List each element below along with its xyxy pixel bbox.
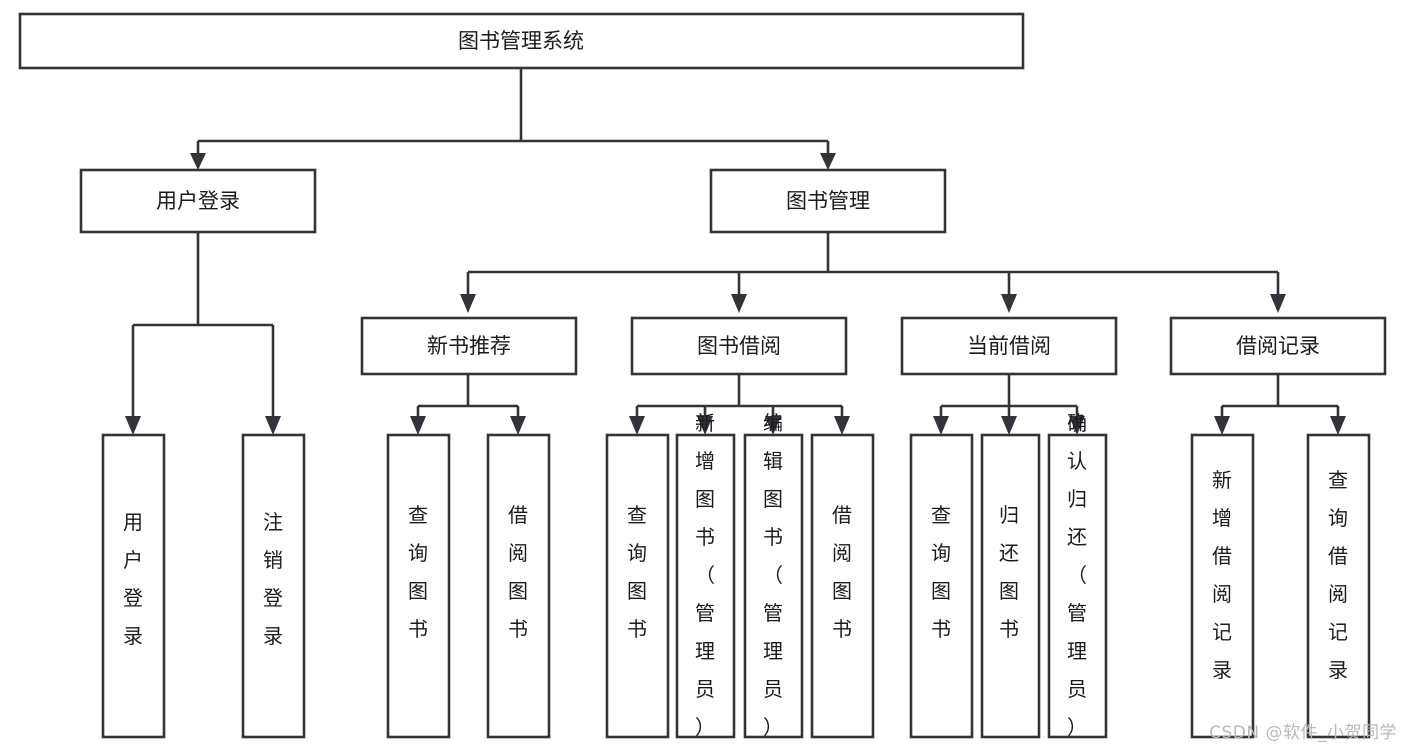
arrow-head-current-borrow: [1001, 294, 1017, 313]
arrow-head-leaf-add-record: [1214, 416, 1230, 435]
node-new-book-rec-box[interactable]: [360, 316, 578, 376]
node-leaf-confirm-return-label: 确认归还（管理员）: [1067, 411, 1087, 739]
node-leaf-confirm-return[interactable]: 确认归还（管理员）: [1047, 411, 1108, 739]
arrow-head-leaf-query-record: [1330, 416, 1346, 435]
node-book-manage-label: 图书管理: [786, 189, 870, 213]
node-user-login-label: 用户登录: [156, 189, 240, 213]
node-leaf-borrow-book-1[interactable]: 借阅图书: [486, 433, 551, 739]
arrow-head-leaf-edit-book: [765, 416, 781, 435]
node-leaf-logout[interactable]: 注销登录: [241, 433, 306, 739]
node-leaf-add-book-label: 新增图书（管理员）: [695, 411, 715, 739]
node-leaf-query-book-1-box[interactable]: [386, 433, 451, 739]
node-leaf-edit-book[interactable]: 编辑图书（管理员）: [743, 411, 804, 739]
node-leaf-add-book-box[interactable]: [675, 433, 736, 739]
arrow-head-borrow-record: [1270, 294, 1286, 313]
node-leaf-edit-book-box[interactable]: [743, 433, 804, 739]
node-root[interactable]: 图书管理系统: [18, 12, 1025, 70]
node-leaf-query-book-3[interactable]: 查询图书: [909, 433, 974, 739]
node-borrow-record[interactable]: 借阅记录: [1169, 316, 1387, 376]
arrow-head-leaf-borrow-book-1: [510, 416, 526, 435]
node-leaf-logout-label: 注销登录: [263, 510, 283, 648]
node-leaf-borrow-book-2-box[interactable]: [810, 433, 875, 739]
node-leaf-query-record-label: 查询借阅记录: [1328, 468, 1348, 682]
node-leaf-query-book-2-label: 查询图书: [627, 503, 647, 641]
node-book-manage-box[interactable]: [709, 168, 947, 234]
node-leaf-query-book-3-box[interactable]: [909, 433, 974, 739]
node-leaf-query-book-3-label: 查询图书: [931, 503, 951, 641]
node-root-box[interactable]: [18, 12, 1025, 70]
node-leaf-user-login-box[interactable]: [101, 433, 166, 739]
node-leaf-query-book-1[interactable]: 查询图书: [386, 433, 451, 739]
node-leaf-return-book-label: 归还图书: [999, 503, 1019, 641]
node-current-borrow[interactable]: 当前借阅: [900, 316, 1118, 376]
node-leaf-add-record-box[interactable]: [1190, 433, 1255, 739]
arrow-head-leaf-query-book-3: [933, 416, 949, 435]
node-book-borrow[interactable]: 图书借阅: [630, 316, 848, 376]
node-leaf-query-book-2-box[interactable]: [605, 433, 670, 739]
node-user-login-box[interactable]: [79, 168, 317, 234]
node-leaf-add-record[interactable]: 新增借阅记录: [1190, 433, 1255, 739]
node-leaf-add-book[interactable]: 新增图书（管理员）: [675, 411, 736, 739]
node-leaf-query-book-1-label: 查询图书: [408, 503, 428, 641]
node-leaf-logout-box[interactable]: [241, 433, 306, 739]
node-new-book-rec-label: 新书推荐: [427, 334, 511, 358]
node-leaf-borrow-book-1-box[interactable]: [486, 433, 551, 739]
node-leaf-confirm-return-box[interactable]: [1047, 433, 1108, 739]
node-current-borrow-box[interactable]: [900, 316, 1118, 376]
node-leaf-add-record-label: 新增借阅记录: [1212, 468, 1232, 682]
node-leaf-edit-book-label: 编辑图书（管理员）: [763, 411, 783, 739]
node-leaf-query-record[interactable]: 查询借阅记录: [1306, 433, 1371, 739]
node-leaf-borrow-book-2-label: 借阅图书: [832, 503, 852, 641]
node-leaf-query-record-box[interactable]: [1306, 433, 1371, 739]
csdn-watermark: CSDN @软件_小贺同学: [1209, 723, 1397, 743]
node-book-manage[interactable]: 图书管理: [709, 168, 947, 234]
arrow-head-leaf-user-login: [125, 416, 141, 435]
node-book-borrow-label: 图书借阅: [697, 334, 781, 358]
node-user-login[interactable]: 用户登录: [79, 168, 317, 234]
arrow-head-leaf-logout: [265, 416, 281, 435]
arrow-head-leaf-borrow-book-2: [834, 416, 850, 435]
arrow-head-book-borrow: [731, 294, 747, 313]
node-borrow-record-label: 借阅记录: [1236, 334, 1320, 358]
node-leaf-borrow-book-1-label: 借阅图书: [508, 503, 528, 641]
arrow-head-book-manage: [820, 153, 836, 170]
node-leaf-return-book-box[interactable]: [980, 433, 1041, 739]
arrow-head-leaf-query-book-2: [629, 416, 645, 435]
arrow-head-leaf-return-book: [1001, 416, 1017, 435]
node-current-borrow-label: 当前借阅: [967, 334, 1051, 358]
arrow-head-leaf-add-book: [697, 416, 713, 435]
node-leaf-borrow-book-2[interactable]: 借阅图书: [810, 433, 875, 739]
arrow-head-leaf-confirm-return: [1069, 416, 1085, 435]
connector-layer: [125, 68, 1346, 435]
node-leaf-query-book-2[interactable]: 查询图书: [605, 433, 670, 739]
arrow-head-user-login: [190, 153, 206, 170]
node-leaf-user-login-label: 用户登录: [123, 510, 143, 648]
node-book-borrow-box[interactable]: [630, 316, 848, 376]
node-root-label: 图书管理系统: [458, 29, 584, 53]
node-new-book-rec[interactable]: 新书推荐: [360, 316, 578, 376]
node-borrow-record-box[interactable]: [1169, 316, 1387, 376]
arrow-head-new-book-rec: [460, 294, 476, 313]
node-leaf-return-book[interactable]: 归还图书: [980, 433, 1041, 739]
node-leaf-user-login[interactable]: 用户登录: [101, 433, 166, 739]
arrow-head-leaf-query-book-1: [410, 416, 426, 435]
